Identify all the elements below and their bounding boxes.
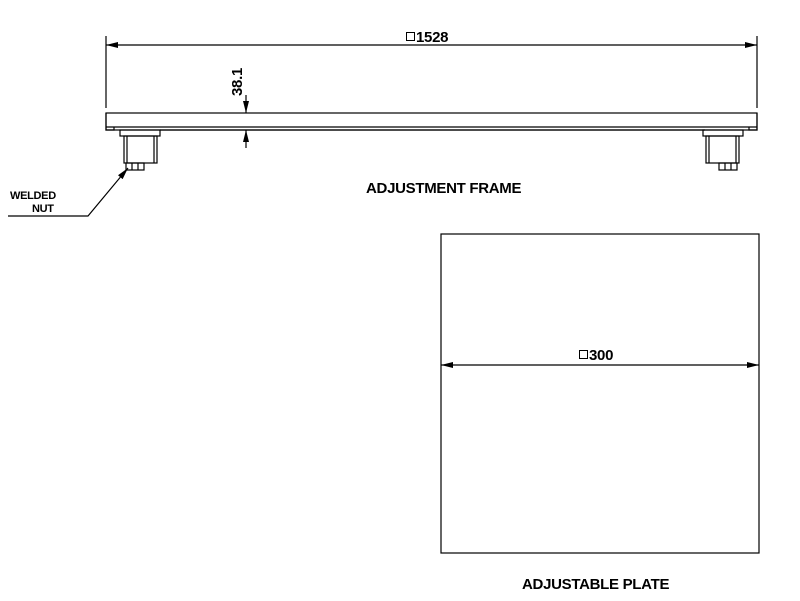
adjustment-frame-caption: ADJUSTMENT FRAME — [366, 180, 522, 197]
frame-end-right — [748, 113, 758, 131]
adjustable-plate-caption: ADJUSTABLE PLATE — [522, 576, 670, 593]
right-leg-block — [705, 135, 740, 164]
left-leg-bracket — [119, 129, 161, 137]
right-welded-nut — [718, 162, 738, 171]
welded-nut-callout-line1: WELDED — [10, 190, 56, 202]
left-welded-nut — [125, 162, 145, 171]
plate-width-dimension-label: 300 — [579, 347, 613, 364]
welded-nut-leader — [8, 167, 129, 217]
frame-width-dimension-label: 1528 — [406, 29, 448, 46]
welded-nut-callout: WELDED NUT — [10, 190, 56, 216]
adjustable-plate-outline — [440, 233, 760, 554]
frame-thickness-dimension-label: 38.1 — [229, 68, 246, 96]
welded-nut-callout-line2: NUT — [32, 203, 54, 215]
right-leg-bracket — [702, 129, 744, 137]
adjustable-plate-view — [440, 233, 760, 554]
frame-end-left — [105, 113, 115, 131]
square-symbol-icon — [406, 32, 415, 41]
left-leg-block — [123, 135, 158, 164]
square-symbol-icon — [579, 350, 588, 359]
adjustment-frame-view — [8, 36, 758, 217]
